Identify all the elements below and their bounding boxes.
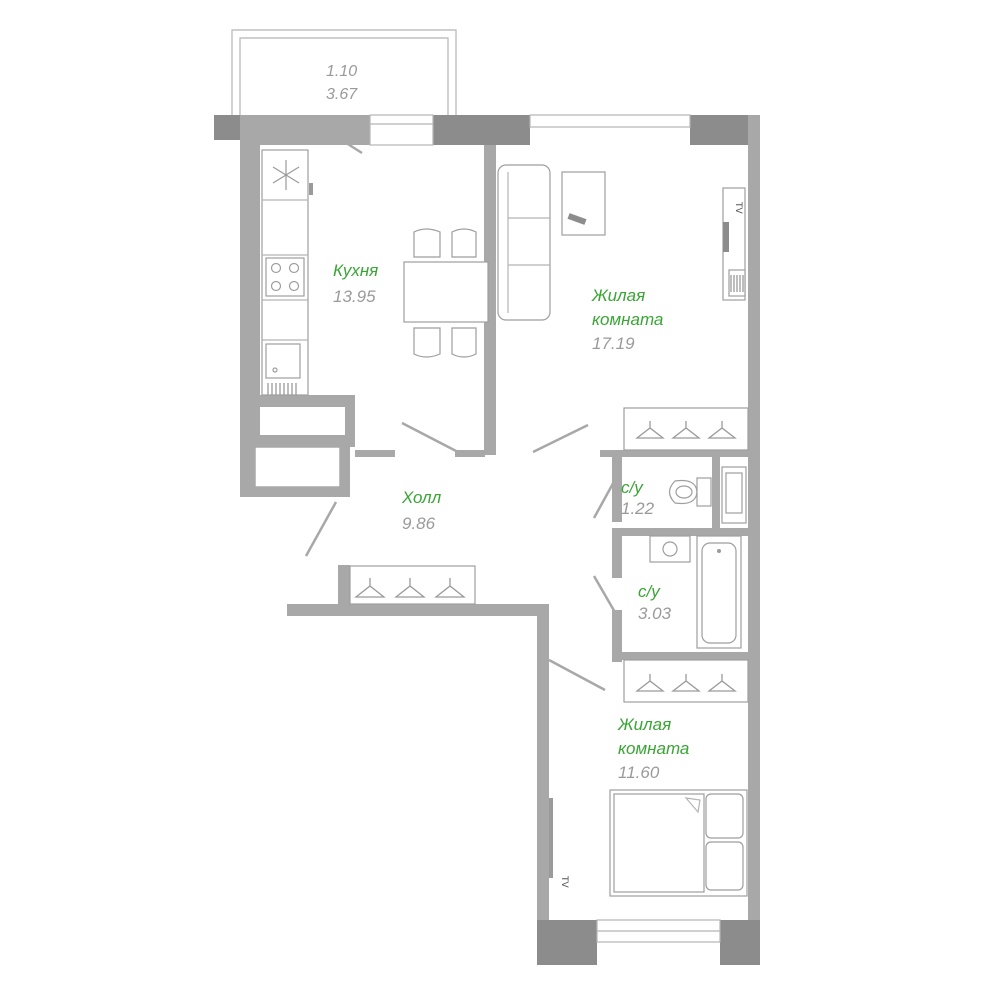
svg-text:TV: TV: [733, 201, 743, 214]
walls: [214, 115, 760, 965]
living2-name-label-2: комната: [618, 739, 689, 758]
coffee-table: [561, 171, 606, 236]
dining-table: [403, 261, 489, 323]
balcony-width-label: 1.10: [326, 63, 357, 80]
kitchen-door: [401, 421, 459, 454]
labels: 1.10 3.67 Кухня 13.95 Жилая комната 17.1…: [326, 63, 689, 782]
bathroom-fixtures: [649, 535, 742, 649]
wc-door: [592, 477, 618, 519]
wc-name-label: с/у: [621, 478, 644, 497]
entrance-door: [304, 501, 338, 557]
wardrobe-living2: [623, 659, 749, 703]
balcony-door: [317, 123, 363, 155]
hall-area-label: 9.86: [402, 514, 436, 533]
bath-name-label: с/у: [638, 582, 661, 601]
living2-name-label-1: Жилая: [617, 715, 671, 734]
snowflake-icon: [272, 160, 300, 190]
windows: [369, 114, 721, 943]
doors: [304, 123, 618, 692]
wardrobe-hall: [349, 565, 476, 605]
living1-furniture: TV: [497, 164, 749, 451]
bath-door: [592, 575, 618, 615]
living1-name-label-1: Жилая: [591, 286, 645, 305]
tv-stand: TV: [722, 187, 746, 301]
kitchen-name-label: Кухня: [333, 261, 378, 280]
wc-fixtures: [668, 466, 747, 524]
balcony-area-label: 3.67: [326, 86, 358, 103]
living2-door: [548, 658, 606, 692]
wc-area-label: 1.22: [621, 499, 655, 518]
living1-name-label-2: комната: [592, 310, 663, 329]
bath-area-label: 3.03: [638, 604, 672, 623]
bed: [609, 789, 748, 897]
wardrobe-living1: [623, 407, 749, 451]
sink-icon: [265, 343, 301, 395]
kitchen-area-label: 13.95: [333, 287, 376, 306]
living1-door: [532, 423, 589, 454]
kitchen-furniture: [261, 149, 489, 396]
chairs: [413, 228, 477, 358]
living2-area-label: 11.60: [618, 763, 660, 782]
stove-icon: [265, 257, 305, 297]
sofa: [497, 164, 551, 321]
living1-area-label: 17.19: [592, 334, 635, 353]
svg-text:TV: TV: [559, 875, 569, 888]
living2-furniture: TV: [549, 659, 749, 897]
balcony: [231, 29, 457, 115]
hall-name-label: Холл: [401, 488, 442, 507]
tv-living2: TV: [549, 798, 569, 888]
